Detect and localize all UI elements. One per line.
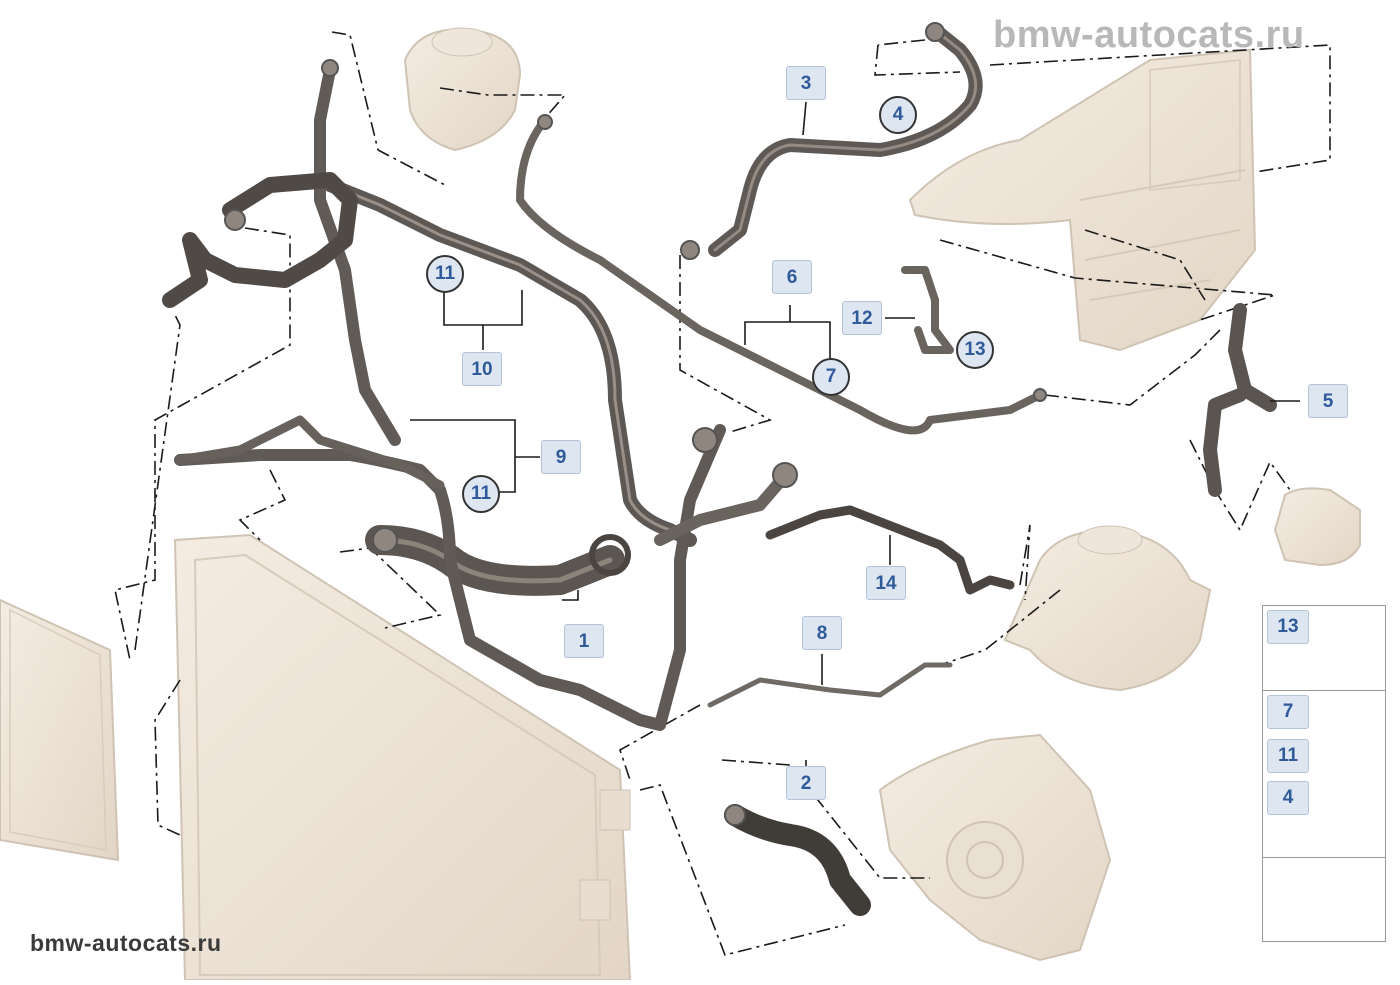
hose-10: [323, 178, 697, 547]
legend-label-7[interactable]: 7: [1267, 695, 1309, 729]
hose-14: [765, 505, 1015, 595]
callout-3[interactable]: 3: [786, 66, 826, 100]
callout-5[interactable]: 5: [1308, 384, 1348, 418]
callout-11-lower[interactable]: 11: [462, 475, 500, 513]
legend-label-11[interactable]: 11: [1267, 739, 1309, 773]
main-radiator: [173, 533, 632, 981]
callout-7[interactable]: 7: [812, 358, 850, 396]
leader-lines: [114, 31, 1331, 956]
callout-8[interactable]: 8: [802, 616, 842, 650]
watermark-bottom: bmw-autocats.ru: [30, 930, 222, 956]
legend-label-13[interactable]: 13: [1267, 610, 1309, 644]
callout-9[interactable]: 9: [541, 440, 581, 474]
callout-10[interactable]: 10: [462, 352, 502, 386]
aux-radiator-left: [0, 598, 120, 862]
bracket-12: [901, 266, 954, 354]
callout-12[interactable]: 12: [842, 301, 882, 335]
expansion-tank-right: [1003, 525, 1212, 692]
hoses: [162, 22, 1277, 916]
legend-row-clips: 7 11 4: [1263, 691, 1385, 858]
charge-air-cooler: [908, 48, 1257, 352]
aux-water-pump: [1273, 487, 1361, 567]
hose-9: [175, 415, 445, 490]
callout-11-upper[interactable]: 11: [426, 255, 464, 293]
callout-4[interactable]: 4: [879, 96, 917, 134]
callout-13[interactable]: 13: [956, 331, 994, 369]
fastener-legend: 13 7 11 4: [1262, 605, 1386, 942]
callout-2[interactable]: 2: [786, 766, 826, 800]
water-pump: [878, 733, 1112, 962]
hose-6: [516, 116, 1044, 435]
watermark-top: bmw-autocats.ru: [993, 14, 1305, 56]
hose-8: [707, 662, 953, 708]
legend-row-orientation: [1263, 858, 1385, 942]
legend-row-screw: 13: [1263, 606, 1385, 691]
legend-label-4[interactable]: 4: [1267, 781, 1309, 815]
callout-14[interactable]: 14: [866, 566, 906, 600]
callout-6[interactable]: 6: [772, 260, 812, 294]
expansion-tank-top: [403, 27, 522, 152]
callout-1[interactable]: 1: [564, 624, 604, 658]
hose-5: [1203, 303, 1277, 497]
hose-2: [724, 804, 871, 916]
